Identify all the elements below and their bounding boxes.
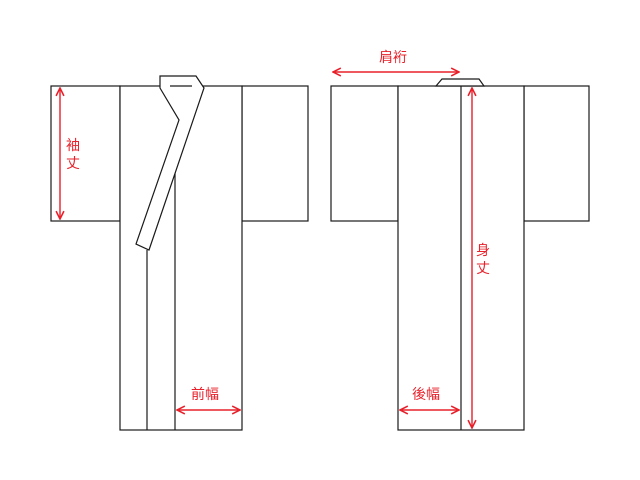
back-width-label: 後幅	[412, 387, 440, 403]
back-right-sleeve	[523, 85, 590, 222]
front-left-sleeve	[50, 85, 121, 222]
front-collar	[135, 75, 205, 251]
front-right-sleeve	[241, 85, 309, 222]
back-left-sleeve	[330, 85, 399, 222]
sleeve-length-label-bottom: 丈	[66, 156, 80, 172]
body-length-label-bottom: 丈	[476, 261, 490, 277]
back-view: 肩裄 身 丈 後幅	[330, 50, 590, 431]
sleeve-length-label-top: 袖	[66, 138, 80, 154]
front-view: 袖 丈 前幅	[50, 75, 309, 431]
shoulder-width-label: 肩裄	[379, 50, 407, 66]
back-collar	[434, 78, 486, 87]
front-width-label: 前幅	[191, 386, 219, 403]
body-length-label-top: 身	[476, 243, 490, 259]
